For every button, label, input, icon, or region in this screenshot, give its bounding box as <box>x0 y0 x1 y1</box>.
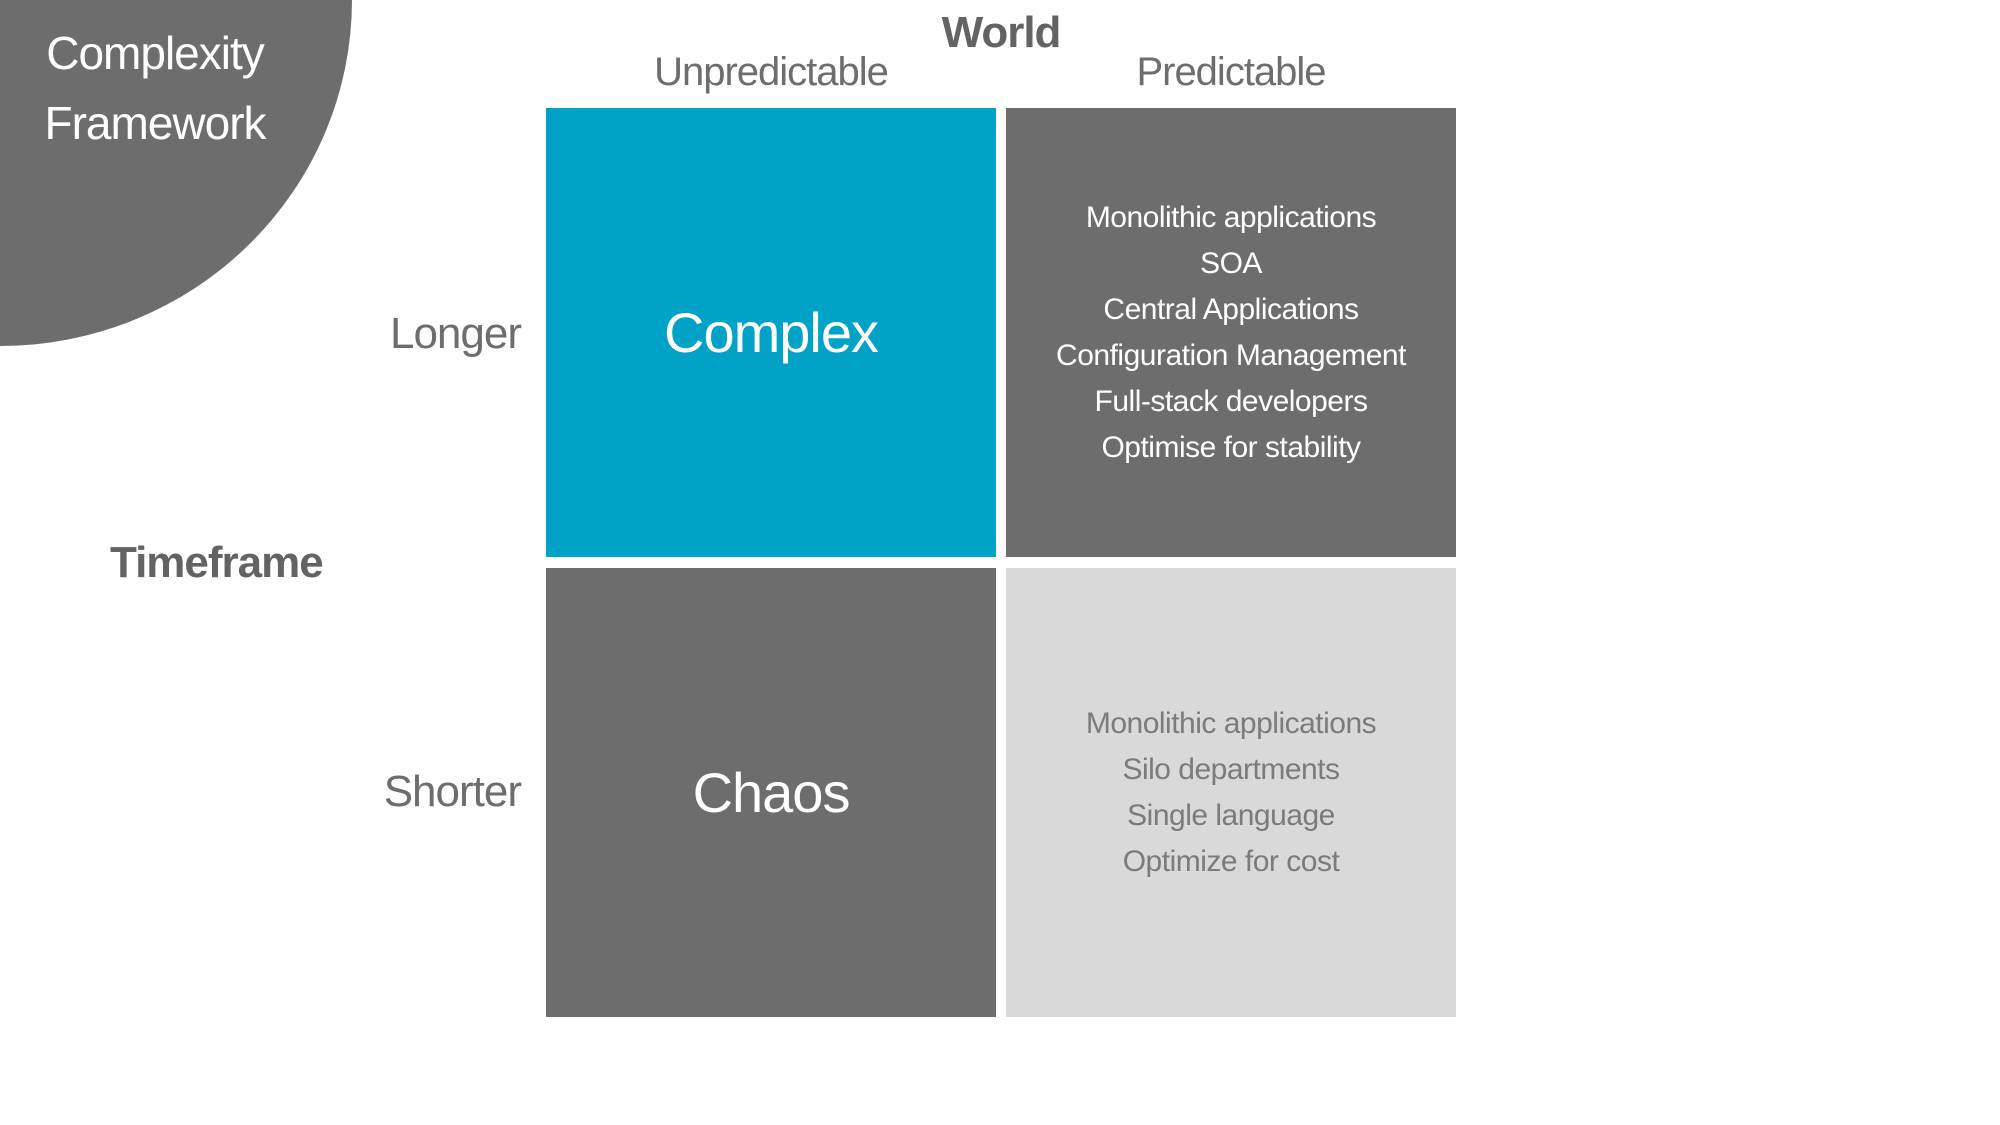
quadrant-complex: Complex <box>546 108 996 557</box>
list-item: SOA <box>1200 246 1262 280</box>
column-header-predictable: Predictable <box>1136 50 1326 94</box>
list-item: Central Applications <box>1103 292 1359 326</box>
quadrant-predictable-shorter-list: Monolithic applications Silo departments… <box>1085 701 1377 885</box>
list-item: Monolithic applications <box>1085 706 1377 740</box>
list-item: Single language <box>1127 798 1335 832</box>
quadrant-predictable-longer: Monolithic applications SOA Central Appl… <box>1006 108 1456 557</box>
row-label-longer: Longer <box>389 309 522 358</box>
quadrant-chaos: Chaos <box>546 568 996 1017</box>
list-item: Full-stack developers <box>1094 384 1368 418</box>
list-item: Configuration Management <box>1056 338 1406 372</box>
quadrant-matrix: Complex Monolithic applications SOA Cent… <box>546 108 1456 1017</box>
quadrant-predictable-longer-list: Monolithic applications SOA Central Appl… <box>1056 195 1406 471</box>
list-item: Optimize for cost <box>1122 844 1340 878</box>
world-axis-label: World <box>941 8 1062 57</box>
list-item: Monolithic applications <box>1085 200 1377 234</box>
slide-title: Complexity Framework <box>4 18 306 158</box>
timeframe-axis-label: Timeframe <box>110 538 324 587</box>
column-header-unpredictable: Unpredictable <box>654 50 889 94</box>
quadrant-complex-label: Complex <box>664 301 879 364</box>
list-item: Silo departments <box>1122 752 1340 786</box>
list-item: Optimise for stability <box>1101 430 1361 464</box>
slide-title-line1: Complexity <box>46 27 265 79</box>
slide-title-line2: Framework <box>44 97 266 149</box>
quadrant-chaos-label: Chaos <box>692 761 851 824</box>
quadrant-predictable-shorter: Monolithic applications Silo departments… <box>1006 568 1456 1017</box>
row-label-shorter: Shorter <box>383 767 522 816</box>
